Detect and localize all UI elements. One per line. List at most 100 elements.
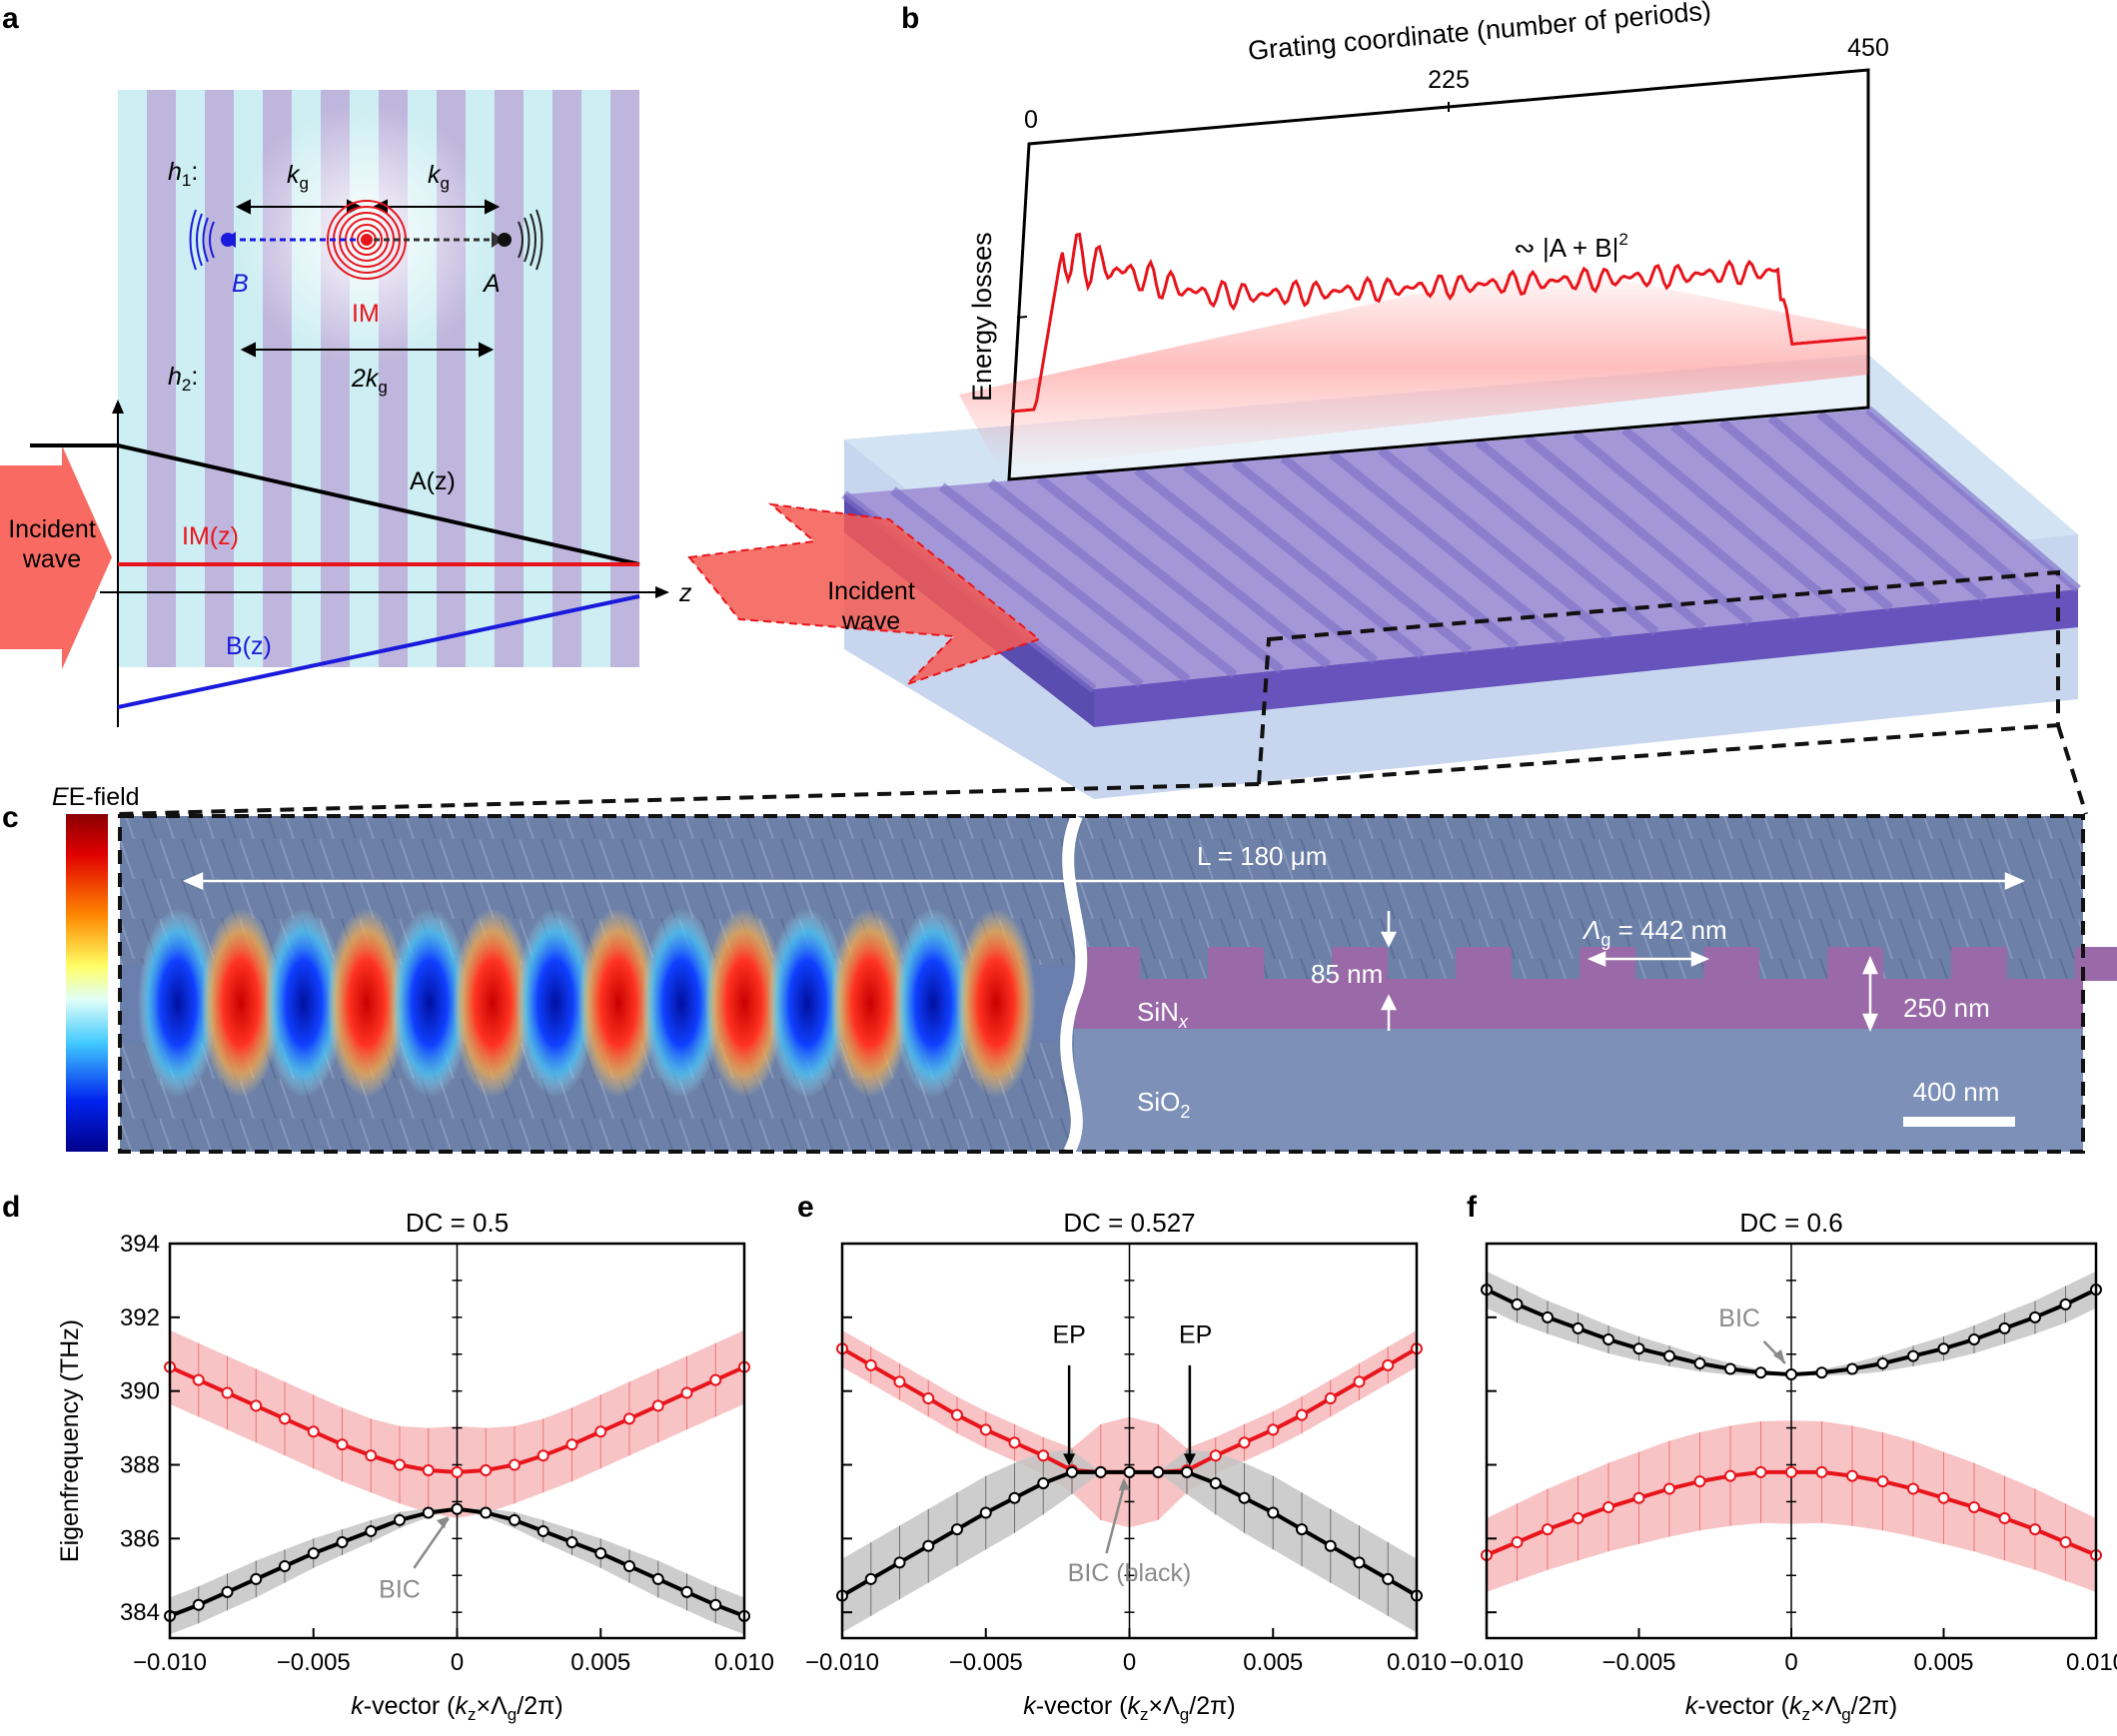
data-point-red <box>1238 1436 1251 1449</box>
data-point-red <box>365 1449 378 1462</box>
grating-stripe <box>176 90 205 667</box>
data-point-red <box>893 1375 906 1388</box>
a-y-arrowhead <box>112 400 124 414</box>
waveguide-tooth <box>1524 434 1753 626</box>
x-axis-label: k-vector (kz×Λg/2π) <box>351 1692 562 1724</box>
x-tick-label: −0.010 <box>133 1649 207 1676</box>
data-point-red <box>336 1438 349 1451</box>
data-point-black <box>1693 1356 1706 1369</box>
sem-tooth <box>1703 947 1759 981</box>
data-point-red <box>623 1412 635 1425</box>
grating-stripe <box>552 90 581 667</box>
data-point-black <box>307 1547 320 1560</box>
panel-label-e: e <box>797 1191 814 1224</box>
data-point-red <box>422 1464 435 1477</box>
data-point-red <box>1785 1465 1797 1478</box>
data-point-red <box>1324 1392 1337 1405</box>
data-point-black <box>451 1502 464 1515</box>
data-point-red <box>1663 1482 1675 1495</box>
im-z-label-curve: IM(z) <box>182 522 239 550</box>
data-point-red <box>1037 1449 1050 1462</box>
x-tick-label: 0.010 <box>714 1649 774 1676</box>
waveguide-tooth <box>1329 450 1566 645</box>
two-kg-label: 2kg <box>351 365 388 397</box>
b-z-label-curve: B(z) <box>226 632 272 660</box>
im-dot <box>361 234 373 246</box>
data-point-black <box>893 1556 906 1569</box>
sem-tooth <box>1580 947 1635 981</box>
waveguide-tooth <box>1767 414 1988 602</box>
x-tick-label: 0.010 <box>1387 1649 1447 1676</box>
field-lobe-positive <box>704 908 784 1098</box>
data-point-black <box>594 1547 607 1560</box>
b-incident-line1: Incident <box>827 577 915 605</box>
grating-stripe <box>610 90 639 667</box>
grating-stripe <box>118 90 147 667</box>
data-point-red <box>279 1412 291 1425</box>
grating-stripe <box>495 90 524 667</box>
waveguide-teeth <box>841 406 2081 693</box>
ep-arrowhead-right <box>1183 1453 1196 1466</box>
y-tick-label: 390 <box>120 1378 160 1405</box>
zoom-line-right <box>2056 724 2088 815</box>
grating-stripe <box>581 90 610 667</box>
grating-axis-title: Grating coordinate (number of periods) <box>1247 0 1712 66</box>
a-z-label-curve: A(z) <box>410 467 456 495</box>
colorbar <box>66 814 108 1152</box>
data-point-black <box>1382 1572 1395 1585</box>
field-lobe-negative <box>138 908 218 1098</box>
bic-annotation: BIC <box>379 1575 421 1603</box>
data-point-red <box>394 1458 406 1471</box>
data-point-red <box>1968 1500 1980 1513</box>
sinx-label: SiNx <box>1137 997 1189 1032</box>
waveguide-tooth <box>1816 410 2035 598</box>
data-point-red <box>1511 1536 1524 1549</box>
waveguide-tooth <box>1182 462 1426 660</box>
sem-tooth <box>1827 947 1883 981</box>
data-point-red <box>1907 1482 1919 1495</box>
chart-title: DC = 0.527 <box>1063 1208 1195 1238</box>
data-point-black <box>1094 1465 1107 1478</box>
data-point-black <box>1602 1332 1614 1345</box>
scale-bar <box>1903 1117 2015 1127</box>
waveguide-tooth <box>1231 458 1473 655</box>
field-lobe-positive <box>956 908 1036 1098</box>
x-tick-label: 0.005 <box>1243 1649 1303 1676</box>
data-point-red <box>864 1358 877 1371</box>
waveguide-tooth <box>1475 437 1706 631</box>
waveguide-tooth <box>1621 426 1847 617</box>
data-point-red <box>2029 1523 2041 1536</box>
chart-title: DC = 0.5 <box>406 1208 509 1238</box>
uncertainty-band-black <box>170 1508 744 1635</box>
colorbar-label: EE-field <box>52 783 140 811</box>
a-emission-arcs <box>518 209 543 271</box>
field-lobe-negative <box>641 908 721 1098</box>
grating-tick-225: 225 <box>1428 66 1470 94</box>
data-point-red <box>1353 1375 1366 1388</box>
sem-tooth <box>1456 947 1512 981</box>
data-point-black <box>1724 1362 1736 1375</box>
data-point-black <box>480 1506 493 1519</box>
waveguide-tooth <box>1134 466 1379 664</box>
data-point-black <box>922 1539 935 1552</box>
data-point-black <box>1998 1321 2011 1334</box>
a-z-label: z <box>678 579 692 607</box>
data-point-red <box>1602 1500 1614 1513</box>
data-point-red <box>250 1399 263 1412</box>
sem-tooth <box>1951 947 2007 981</box>
formula-label: ∾ |A + B|2 <box>1514 230 1628 263</box>
data-point-black <box>1542 1310 1554 1323</box>
bic-annotation: BIC <box>1718 1304 1760 1332</box>
a-z-arrowhead <box>655 586 669 598</box>
data-point-black <box>1267 1506 1280 1519</box>
data-point-black <box>1511 1298 1524 1310</box>
bic-black-arrow <box>1105 1486 1125 1554</box>
a-incident-wave-arrow <box>0 445 112 669</box>
data-point-black <box>394 1513 406 1526</box>
data-point-black <box>651 1572 664 1585</box>
field-lobe-positive <box>327 908 407 1098</box>
sem-tooth <box>1084 947 1140 981</box>
ep-annotation-right: EP <box>1179 1321 1212 1349</box>
